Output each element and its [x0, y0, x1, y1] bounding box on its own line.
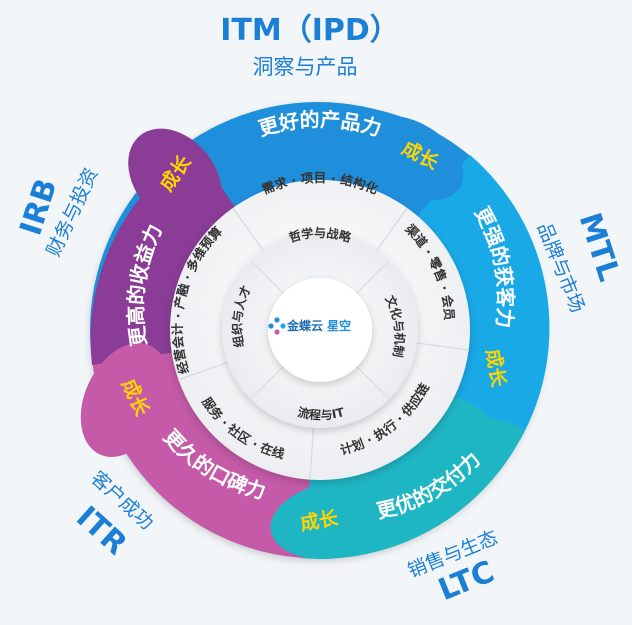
outer-title-mtl: MTL — [572, 209, 627, 286]
pill-revenue — [128, 128, 222, 228]
pill-acquire — [465, 300, 535, 420]
brand-logo: 金蝶云 星空 — [268, 317, 351, 335]
logo-dot-icon — [274, 317, 280, 323]
brand-sub: 星空 — [327, 318, 351, 333]
pill-product — [356, 115, 464, 201]
inner-label-process: 流程与IT — [296, 404, 346, 422]
outer-title-itm: ITM（IPD） — [220, 13, 400, 48]
brand-main: 金蝶云 — [286, 318, 323, 333]
growth-pills — [80, 115, 535, 560]
inner-label-strategy: 哲学与战略 — [287, 225, 354, 245]
outer-sub-itm: 洞察与产品 — [253, 55, 358, 79]
center-hub — [268, 278, 372, 382]
pill-reputation — [80, 343, 170, 457]
outer-group-mtl: MTL — [572, 209, 627, 286]
pill-deliver — [270, 480, 400, 560]
